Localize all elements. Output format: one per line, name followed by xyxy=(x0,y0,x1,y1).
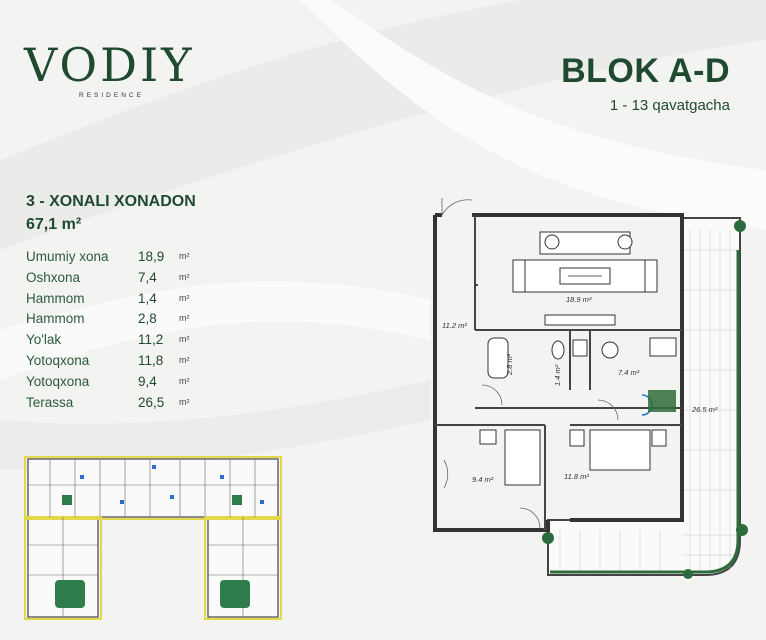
room-area: 18,9 xyxy=(138,249,165,264)
block-title: BLOK A-D xyxy=(561,52,730,90)
apartment-area: 67,1 m² xyxy=(26,216,82,233)
label-bath-a: 2.8 m² xyxy=(505,353,514,376)
room-unit: m² xyxy=(179,271,190,282)
label-living: 18.9 m² xyxy=(566,295,592,304)
room-row: Yotoqxona 9,4 m² xyxy=(26,374,206,395)
room-unit: m² xyxy=(179,396,190,407)
label-bath-b: 1.4 m² xyxy=(553,364,562,386)
room-row: Oshxona 7,4 m² xyxy=(26,270,206,291)
label-bed-a: 9.4 m² xyxy=(472,475,494,484)
room-row: Yo'lak 11,2 m² xyxy=(26,332,206,353)
brand-name: VODIY xyxy=(24,38,195,92)
block-floors: 1 - 13 qavatgacha xyxy=(609,97,730,114)
room-name: Yo'lak xyxy=(26,332,62,348)
key-plan xyxy=(24,456,282,620)
room-name: Oshxona xyxy=(26,269,81,285)
room-area: 26,5 xyxy=(138,394,165,410)
brand-logo: VODIY RESIDENCE xyxy=(24,40,204,99)
room-area: 11,2 xyxy=(138,332,164,348)
room-unit: m² xyxy=(179,251,190,261)
room-row: Hammom 1,4 m² xyxy=(26,291,206,312)
room-unit: m² xyxy=(179,313,190,324)
room-area: 2,8 xyxy=(138,311,157,327)
floor-plan: 18.9 m² 11.2 m² 2.8 m² 1.4 m² 7.4 m² 26.… xyxy=(433,198,748,579)
label-corridor: 11.2 m² xyxy=(442,321,467,330)
room-area: 11,8 xyxy=(138,352,164,368)
room-unit: m² xyxy=(179,354,190,365)
room-row: Terassa 26,5 m² xyxy=(26,395,206,416)
room-row: Umumiy xona 18,9 m² xyxy=(26,249,206,270)
room-unit: m² xyxy=(179,292,190,303)
room-list: Umumiy xona 18,9 m² Oshxona 7,4 m² Hammom 1,4… xyxy=(26,249,206,415)
apartment-title: 3 - XONALI XONADON xyxy=(26,193,196,210)
room-name: Hammom xyxy=(26,290,85,306)
room-row: Yotoqxona 11,8 m² xyxy=(26,353,206,374)
room-area: 9,4 xyxy=(138,373,157,389)
label-kitchen: 7.4 m² xyxy=(618,368,640,377)
room-row: Hammom 2,8 m² xyxy=(26,311,206,332)
room-area: 7,4 xyxy=(138,269,157,285)
room-unit: m² xyxy=(179,375,190,386)
room-name: Hammom xyxy=(26,311,85,327)
room-area: 1,4 xyxy=(138,290,157,306)
room-name: Yotoqxona xyxy=(26,352,90,368)
terrace xyxy=(547,217,741,576)
room-name: Yotoqxona xyxy=(26,373,90,389)
room-unit: m² xyxy=(179,334,190,345)
brand-subtitle: RESIDENCE xyxy=(79,92,144,99)
room-name: Umumiy xona xyxy=(26,249,109,264)
label-bed-b: 11.8 m² xyxy=(564,472,589,481)
room-name: Terassa xyxy=(26,394,74,410)
label-terrace: 26.5 m² xyxy=(691,405,718,414)
